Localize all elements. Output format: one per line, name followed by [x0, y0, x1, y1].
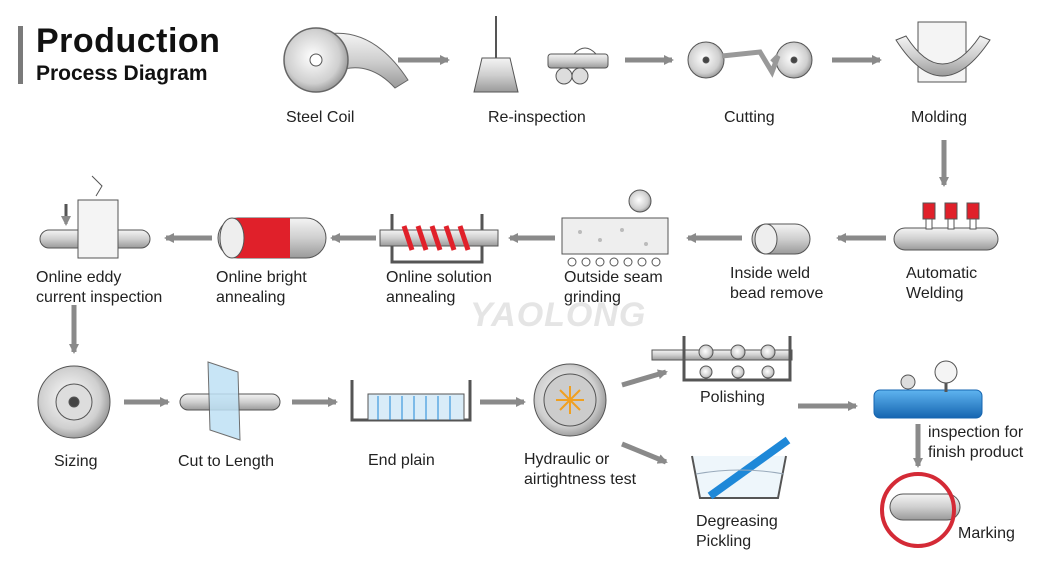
label-re-inspection: Re-inspection — [488, 109, 586, 126]
label-line: Hydraulic or — [524, 451, 610, 468]
polishing-icon — [651, 336, 793, 382]
label-line: Pickling — [696, 533, 752, 550]
arrow-test-to-degreasing — [621, 441, 668, 465]
sizing-icon — [37, 365, 111, 439]
arrow-test-to-polishing — [621, 369, 668, 388]
diagram-subtitle: Process Diagram — [36, 62, 208, 85]
label-inside-weld-bead-remove: Inside weld bead remove — [730, 264, 823, 304]
label-line: Online bright — [216, 269, 307, 286]
label-line: annealing — [386, 289, 456, 306]
flow-arrows — [69, 55, 949, 468]
online-eddy-current-inspection-icon — [39, 175, 151, 259]
label-line: current inspection — [36, 289, 163, 306]
online-bright-annealing-icon — [217, 217, 327, 259]
inside-weld-bead-remove-icon — [751, 223, 811, 255]
online-solution-annealing-icon — [379, 214, 499, 264]
inspection-finish-product-icon — [873, 360, 983, 419]
label-degreasing-pickling: Degreasing Pickling — [696, 512, 778, 552]
cutting-icon — [687, 41, 813, 79]
label-online-bright-annealing: Online bright annealing — [216, 268, 307, 308]
label-line: Inside weld — [730, 265, 811, 282]
label-online-eddy-current-inspection: Online eddy current inspection — [36, 268, 162, 308]
diagram-title: Production — [36, 22, 221, 60]
label-marking: Marking — [958, 525, 1015, 542]
end-plain-icon — [350, 380, 472, 422]
re-inspection-icon — [473, 16, 609, 93]
label-line: grinding — [564, 289, 621, 306]
label-line: Degreasing — [696, 513, 778, 530]
label-polishing: Polishing — [700, 389, 765, 406]
label-online-solution-annealing: Online solution annealing — [386, 268, 492, 308]
cut-to-length-icon — [179, 361, 281, 441]
label-cutting: Cutting — [724, 109, 775, 126]
label-line: finish product — [928, 444, 1024, 461]
label-line: Outside seam — [564, 269, 663, 286]
label-line: bead remove — [730, 285, 824, 302]
label-line: Online eddy — [36, 269, 122, 286]
outside-seam-grinding-icon — [561, 189, 669, 267]
label-hydraulic-test: Hydraulic or airtightness test — [524, 450, 636, 490]
watermark: YAOLONG — [470, 296, 647, 334]
label-inspection-finish-product: inspection for finish product — [928, 423, 1023, 463]
label-steel-coil: Steel Coil — [286, 109, 355, 126]
label-sizing: Sizing — [54, 453, 98, 470]
degreasing-pickling-icon — [691, 436, 791, 500]
label-end-plain: End plain — [368, 452, 435, 469]
label-cut-to-length: Cut to Length — [178, 453, 275, 470]
steel-coil-icon — [283, 27, 409, 93]
label-line: Automatic — [906, 265, 978, 282]
label-line: inspection for — [928, 424, 1024, 441]
label-line: Welding — [906, 285, 964, 302]
label-molding: Molding — [911, 109, 968, 126]
label-automatic-welding: Automatic Welding — [906, 264, 977, 304]
molding-icon — [895, 21, 991, 83]
hydraulic-test-icon — [533, 363, 607, 437]
label-outside-seam-grinding: Outside seam grinding — [564, 268, 663, 308]
label-line: airtightness test — [524, 471, 637, 488]
label-line: annealing — [216, 289, 286, 306]
marking-icon — [880, 472, 961, 548]
label-line: Online solution — [386, 269, 492, 286]
title-accent-bar — [18, 26, 23, 84]
automatic-welding-icon — [893, 202, 999, 251]
